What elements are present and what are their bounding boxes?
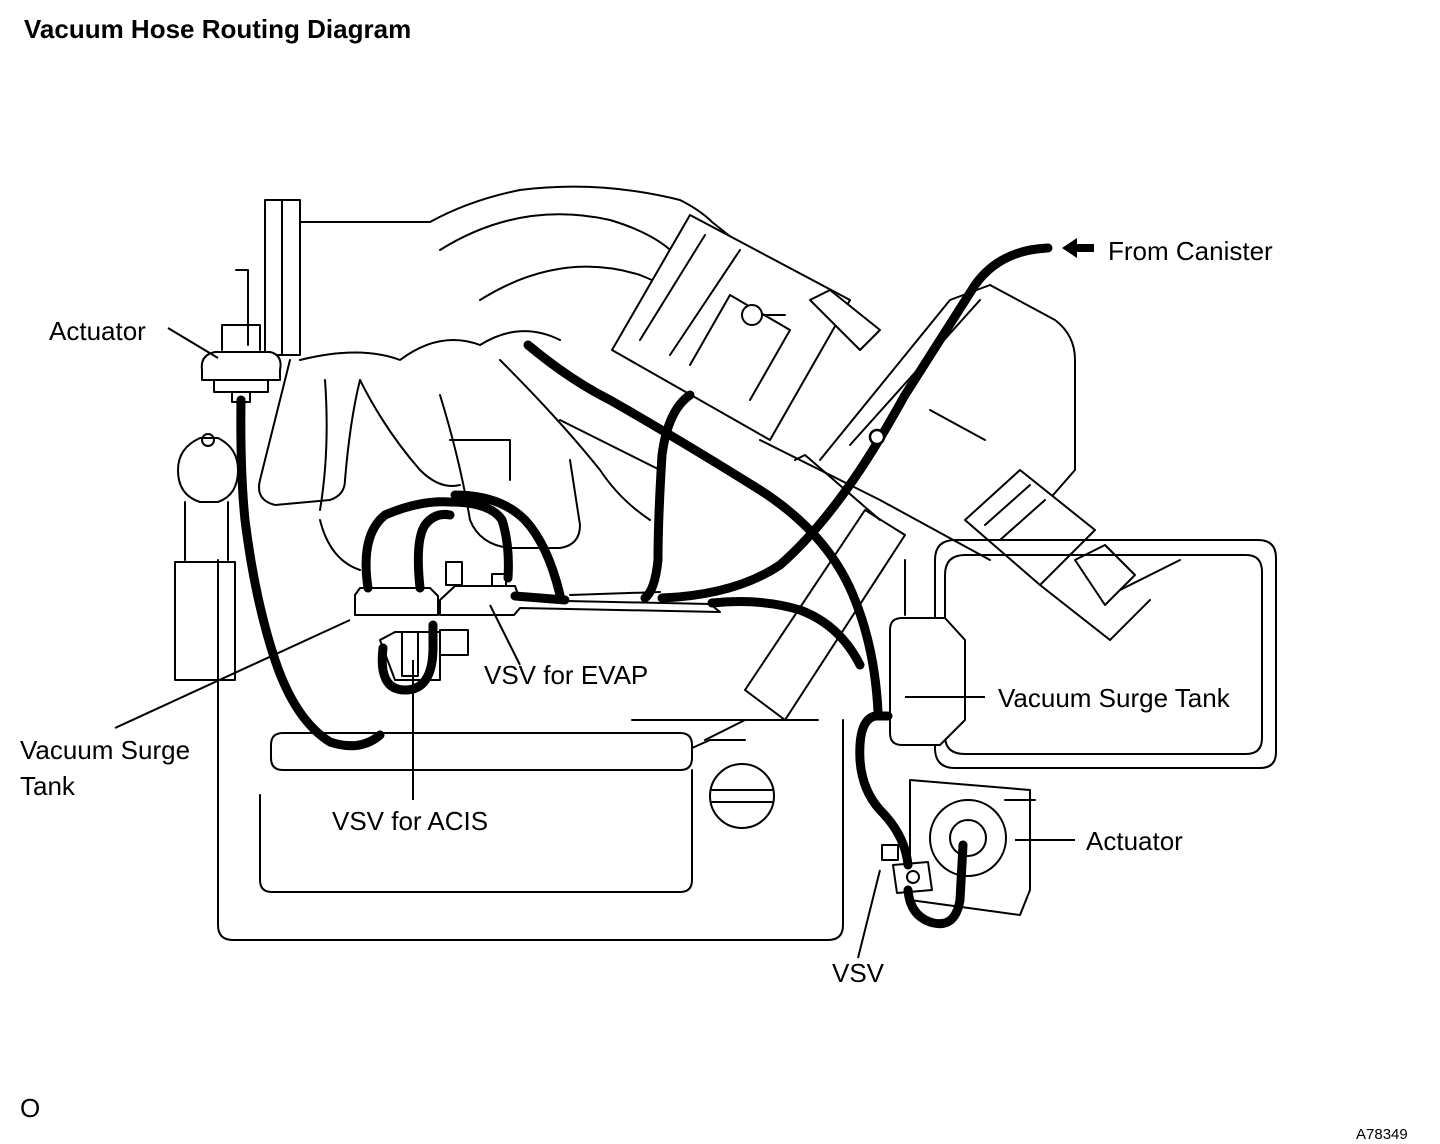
label-vacuum-surge-tank-left-1: Vacuum Surge (20, 735, 190, 765)
label-actuator-right: Actuator (1086, 826, 1183, 856)
label-vacuum-surge-tank-left-2: Tank (20, 771, 76, 801)
figure-id: A78349 (1356, 1126, 1408, 1143)
label-vsv-for-evap: VSV for EVAP (484, 660, 648, 690)
engine-outline (174, 185, 1277, 941)
arrow-left-icon (1062, 238, 1094, 258)
footer-left-mark: O (20, 1093, 40, 1123)
leader-lines (114, 327, 1075, 959)
label-actuator-left: Actuator (49, 316, 146, 346)
diagram-title: Vacuum Hose Routing Diagram (24, 14, 411, 44)
label-vsv-for-acis: VSV for ACIS (332, 806, 488, 836)
label-vsv: VSV (832, 958, 885, 988)
label-vacuum-surge-tank-right: Vacuum Surge Tank (998, 683, 1231, 713)
label-from-canister: From Canister (1108, 236, 1273, 266)
vacuum-hoses (236, 243, 1053, 929)
